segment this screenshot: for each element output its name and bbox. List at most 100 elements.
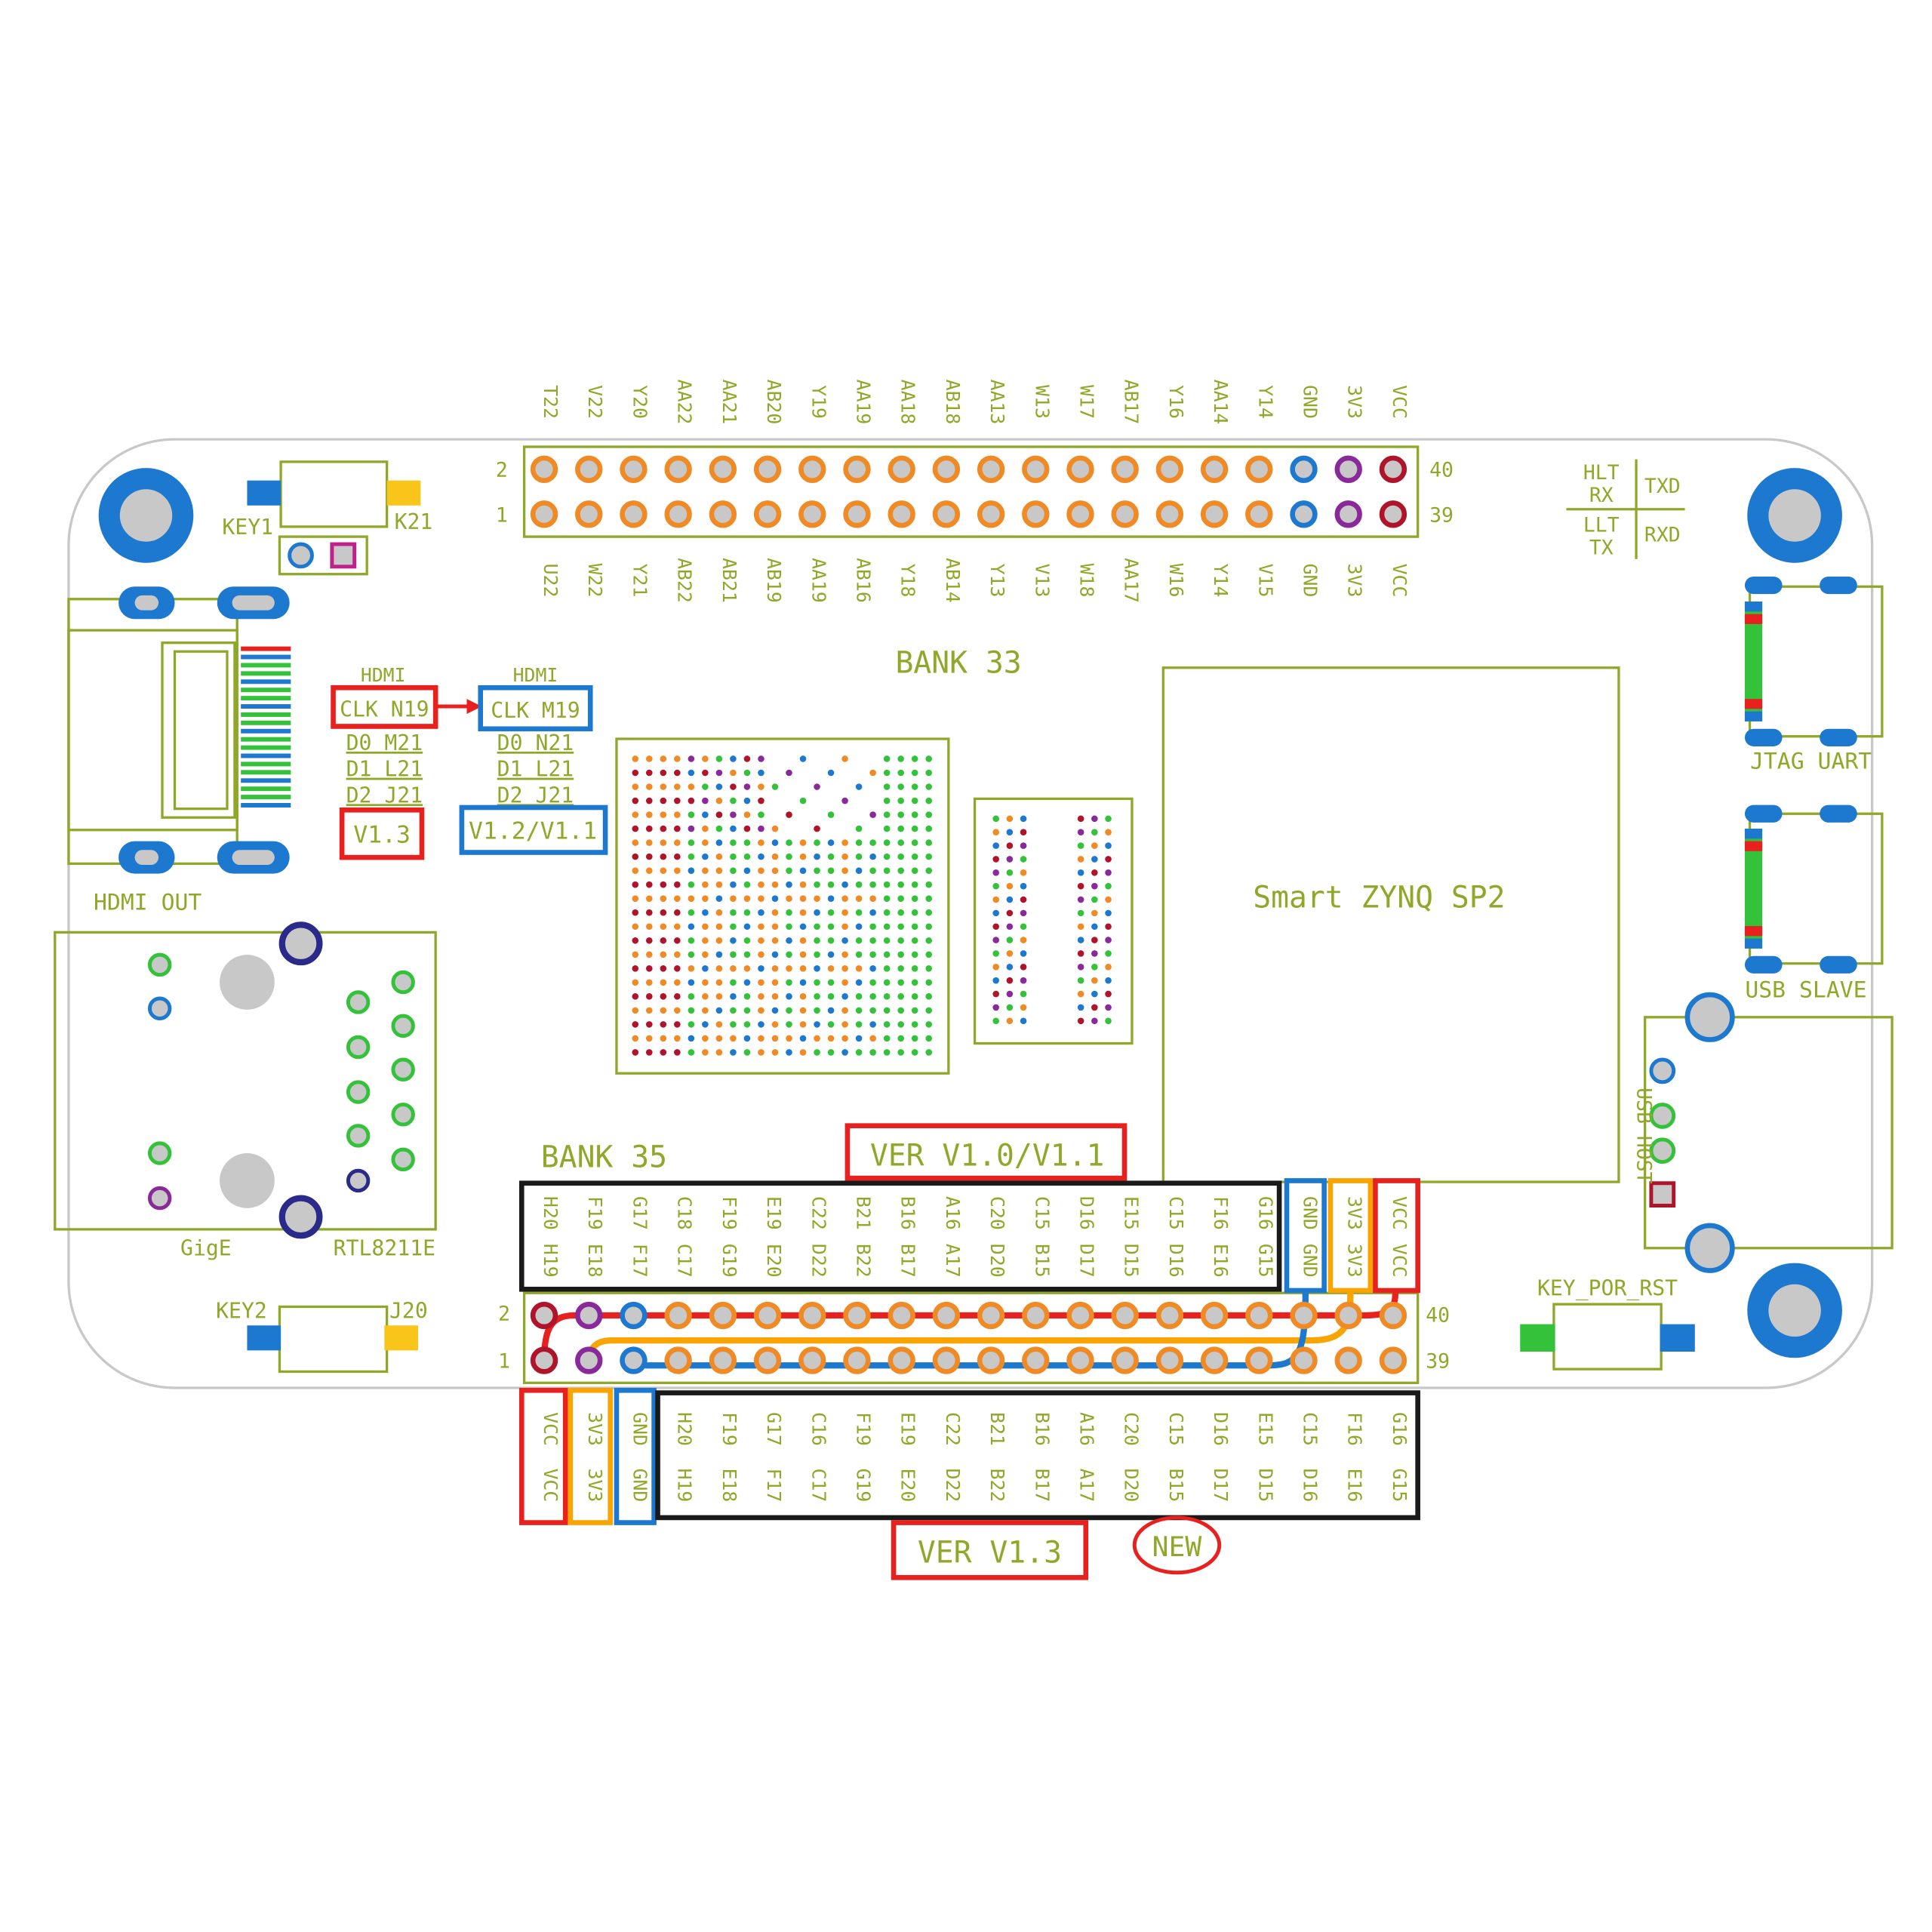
bga-ball	[702, 811, 709, 818]
ddr-ball	[1077, 1004, 1084, 1011]
bga-ball	[814, 923, 820, 931]
header-pin	[1066, 1346, 1094, 1374]
hdmi-left-clk-box	[331, 685, 438, 729]
ddr-ball	[992, 1004, 999, 1011]
old-header-label: VCC	[1389, 1196, 1411, 1230]
new-header-label: D16	[1300, 1469, 1321, 1503]
bga-ball	[715, 797, 723, 804]
old-header-label: F16	[1210, 1196, 1232, 1230]
bga-ball	[799, 867, 807, 874]
bga-ball	[855, 979, 863, 986]
ddr-ball	[992, 950, 999, 957]
header-pin	[1155, 455, 1184, 483]
bga-ball	[715, 839, 723, 846]
bga-ball	[911, 867, 918, 874]
bga-ball	[869, 839, 876, 846]
top-header-label: AB14	[942, 558, 964, 603]
new-header-label: F19	[852, 1412, 874, 1446]
eth-pin	[391, 1103, 415, 1127]
bga-ball	[645, 895, 653, 902]
usb-host-connector: USB HOST	[1632, 992, 1894, 1273]
bga-ball	[758, 923, 764, 931]
old-header-label: G17	[629, 1196, 651, 1230]
bga-ball	[688, 881, 695, 888]
bga-ball	[799, 1021, 807, 1028]
top-header-label: AA14	[1210, 380, 1232, 425]
top-header-label: V22	[584, 385, 606, 419]
header-pin	[1022, 1346, 1050, 1374]
bga-ball	[674, 825, 681, 832]
header-pin	[977, 455, 1005, 483]
header-pin	[1379, 1301, 1407, 1330]
bga-ball	[911, 1021, 918, 1028]
ddr-ball	[1091, 923, 1098, 931]
bga-ball	[925, 783, 933, 790]
old-header-label: G19	[718, 1244, 740, 1278]
bga-ball	[883, 825, 891, 832]
bga-ball	[897, 783, 904, 790]
bga-ball	[743, 1021, 751, 1028]
header-pin	[843, 455, 871, 483]
bga-ball	[869, 867, 876, 874]
bga-ball	[645, 923, 653, 931]
hdmi-trace	[241, 704, 291, 709]
bga-ball	[743, 951, 751, 958]
ddr-ball	[992, 1017, 999, 1025]
bga-ball	[799, 755, 807, 762]
bga-ball	[645, 769, 653, 777]
bga-ball	[786, 909, 792, 916]
header-pin	[843, 500, 871, 528]
bga-ball	[869, 993, 876, 1000]
ddr-ball	[1006, 1017, 1014, 1025]
header-pin	[843, 1301, 871, 1330]
bga-ball	[632, 951, 639, 958]
bga-ball	[632, 797, 639, 804]
bga-ball	[841, 839, 848, 846]
header-pin	[753, 500, 782, 528]
ddr-ball	[1077, 950, 1084, 957]
new-badge-ellipse	[1132, 1515, 1222, 1575]
bga-ball	[660, 839, 667, 846]
bga-ball	[660, 1049, 667, 1056]
bga-ball	[869, 951, 876, 958]
bga-ball	[688, 811, 695, 818]
bga-ball	[911, 811, 918, 818]
top-header-label: W17	[1075, 385, 1097, 419]
bga-ball	[730, 993, 737, 1000]
old-header-label: B15	[1031, 1244, 1053, 1278]
ddr-ball	[1077, 990, 1084, 998]
ddr-ball	[992, 815, 999, 823]
bga-ball	[674, 853, 681, 860]
ddr-ball	[1105, 896, 1112, 903]
hdmi-left-clk: CLK N19	[340, 697, 429, 721]
bga-ball	[645, 1035, 653, 1042]
top-header-outline	[522, 445, 1420, 538]
new-header-label: C16	[808, 1412, 829, 1446]
bga-ball	[786, 769, 792, 777]
header-pin	[1334, 455, 1362, 483]
bga-ball	[925, 1007, 933, 1014]
hdmi-trace	[241, 696, 291, 701]
bga-ball	[771, 937, 779, 944]
bank33-label: BANK 33	[895, 645, 1021, 680]
top-header-label: Y13	[986, 564, 1008, 598]
ddr-ball	[1077, 815, 1084, 823]
header-pin	[1379, 455, 1407, 483]
header-pin	[798, 455, 826, 483]
bga-ball	[660, 769, 667, 777]
ddr-ball	[1020, 950, 1027, 957]
hdmi-trace	[241, 646, 291, 651]
uart-hlt: HLT	[1583, 461, 1620, 485]
bga-ball	[869, 1007, 876, 1014]
top-header-label: AA19	[808, 558, 829, 603]
ddr-ball	[1105, 869, 1112, 876]
bga-ball	[771, 1021, 779, 1028]
bga-ball	[827, 839, 835, 846]
key1-group: KEY1 K21	[222, 460, 432, 576]
ddr-ball	[1006, 1004, 1014, 1011]
bga-ball	[743, 979, 751, 986]
bga-ball	[897, 1021, 904, 1028]
top-header-label: W18	[1075, 564, 1097, 598]
bga-ball	[645, 825, 653, 832]
